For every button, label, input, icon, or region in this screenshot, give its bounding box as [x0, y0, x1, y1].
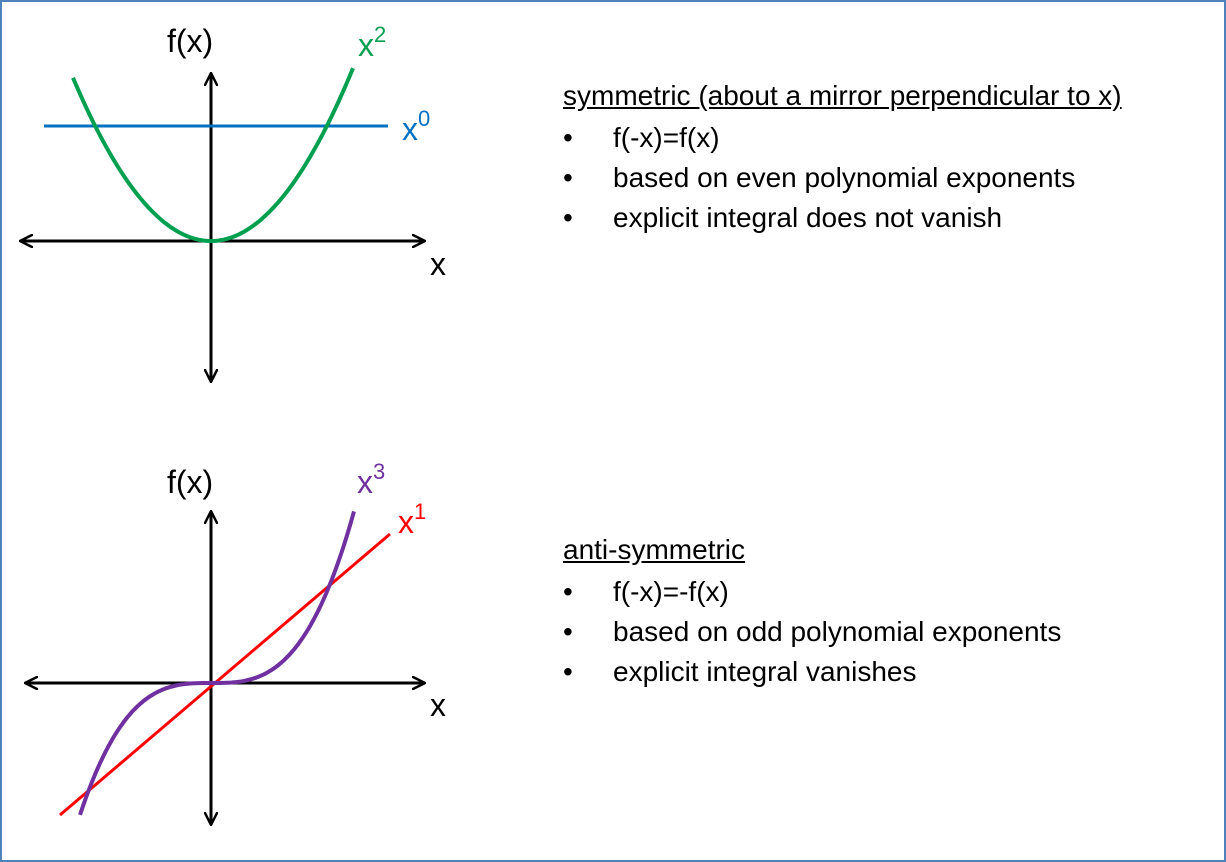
- bullet-icon: •: [563, 656, 573, 687]
- curve-x2: [71, 67, 355, 243]
- anti-symmetric-bullet-list: • f(-x)=-f(x) • based on odd polynomial ex…: [563, 572, 1061, 692]
- label-x3: x3: [357, 459, 385, 500]
- bottom-y-axis-label: f(x): [167, 464, 213, 500]
- list-item: • f(-x)=f(x): [563, 118, 1122, 158]
- bullet-icon: •: [563, 616, 573, 647]
- label-x2: x2: [358, 22, 386, 63]
- bottom-plot: f(x) x x3 x1: [25, 459, 446, 825]
- bullet-icon: •: [563, 202, 573, 233]
- bullet-icon: •: [563, 122, 573, 153]
- bullet-text: f(-x)=-f(x): [613, 576, 729, 607]
- top-x-axis-label: x: [430, 246, 446, 282]
- bullet-text: explicit integral vanishes: [613, 656, 917, 687]
- curve-x1: [59, 532, 391, 817]
- list-item: • f(-x)=-f(x): [563, 572, 1061, 612]
- symmetric-bullet-list: • f(-x)=f(x) • based on even polynomial ex…: [563, 118, 1122, 238]
- anti-symmetric-heading: anti-symmetric: [563, 534, 746, 565]
- list-item: • explicit integral vanishes: [563, 652, 1061, 692]
- list-item: • explicit integral does not vanish: [563, 198, 1122, 238]
- bullet-text: f(-x)=f(x): [613, 122, 720, 153]
- bullet-text: based on odd polynomial exponents: [613, 616, 1062, 647]
- bullet-text: explicit integral does not vanish: [613, 202, 1003, 233]
- label-x1: x1: [398, 499, 426, 540]
- curve-x3: [78, 510, 356, 816]
- list-item: • based on even polynomial exponents: [563, 158, 1122, 198]
- bullet-icon: •: [563, 162, 573, 193]
- bottom-x-axis-label: x: [430, 687, 446, 723]
- bullet-text: based on even polynomial exponents: [613, 162, 1076, 193]
- list-item: • based on odd polynomial exponents: [563, 612, 1061, 652]
- label-x0: x0: [402, 106, 430, 147]
- top-plot: f(x) x x2 x0: [20, 22, 446, 382]
- bullet-icon: •: [563, 576, 573, 607]
- anti-symmetric-description: anti-symmetric • f(-x)=-f(x) • based on od…: [563, 532, 1061, 692]
- top-y-axis-label: f(x): [167, 23, 213, 59]
- symmetric-description: symmetric (about a mirror perpendicular …: [563, 78, 1122, 238]
- symmetric-heading: symmetric (about a mirror perpendicular …: [563, 80, 1122, 111]
